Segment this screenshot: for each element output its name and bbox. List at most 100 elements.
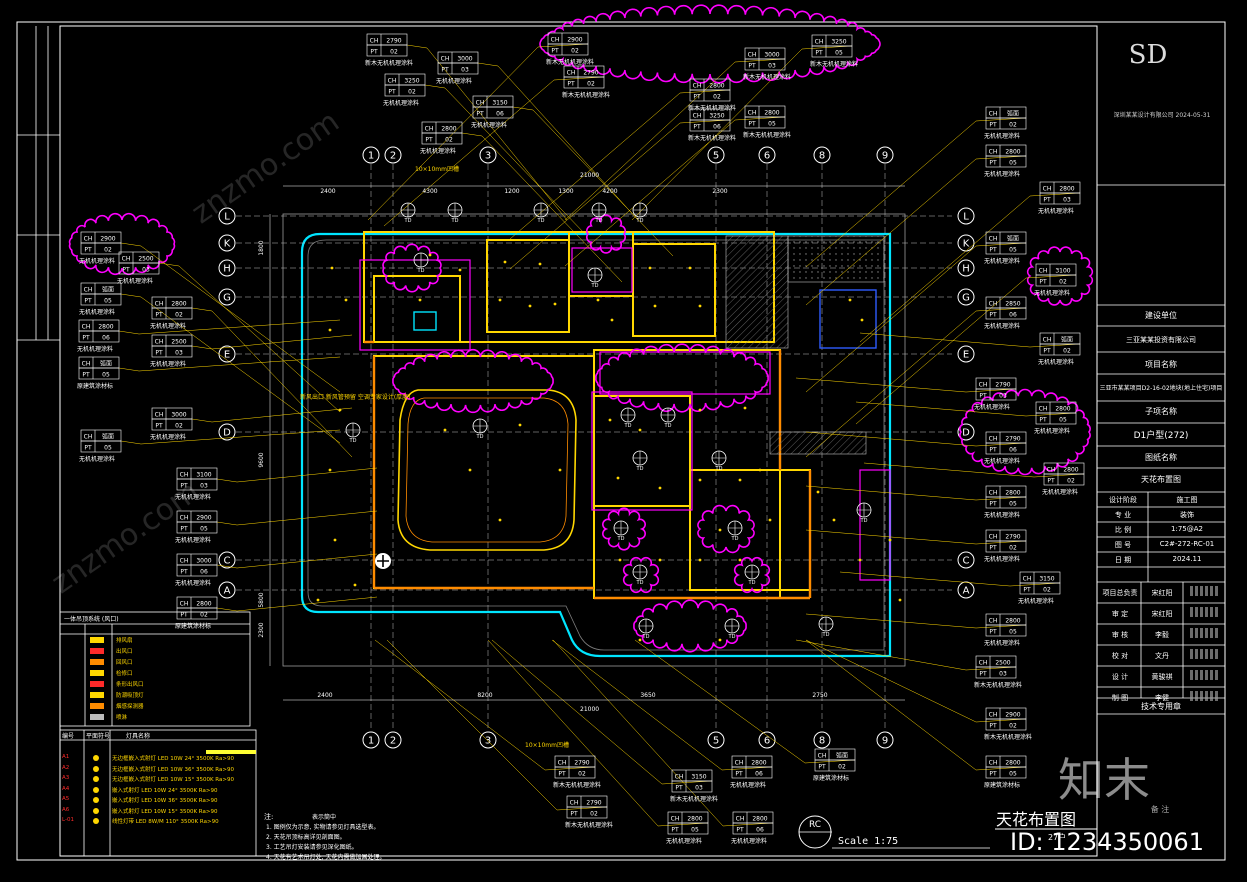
svg-text:弧面: 弧面: [102, 433, 114, 441]
svg-text:3250: 3250: [709, 113, 724, 120]
svg-text:CH: CH: [558, 760, 567, 767]
axis-bubble-row: L: [218, 207, 236, 225]
svg-text:TD: TD: [417, 268, 425, 274]
legend-code: A1: [62, 754, 70, 760]
svg-text:05: 05: [768, 121, 776, 128]
svg-text:CH: CH: [748, 52, 757, 59]
svg-text:02: 02: [104, 247, 112, 254]
svg-text:D: D: [962, 428, 970, 439]
svg-text:CH: CH: [1047, 467, 1056, 474]
svg-text:6: 6: [764, 736, 770, 747]
revision-cloud: [959, 388, 1091, 476]
partitions-magenta: [359, 247, 891, 581]
svg-text:PT: PT: [671, 827, 679, 834]
svg-text:PT: PT: [180, 612, 188, 619]
svg-text:E: E: [963, 350, 969, 361]
light-fixture: [832, 518, 836, 522]
svg-text:2850: 2850: [1005, 301, 1020, 308]
svg-text:TD: TD: [664, 423, 672, 429]
svg-text:无机机理涂料: 无机机理涂料: [150, 322, 186, 330]
svg-text:无机机理涂料: 无机机理涂料: [1018, 597, 1054, 605]
svg-text:CH: CH: [818, 753, 827, 760]
svg-text:2: 2: [390, 151, 396, 162]
light-fixture: [468, 468, 472, 472]
svg-text:CH: CH: [736, 816, 745, 823]
light-fixture: [498, 298, 502, 302]
project-label: 项目名称: [1145, 360, 1177, 369]
svg-text:CH: CH: [1043, 337, 1052, 344]
legend-symbol: [90, 714, 104, 720]
svg-text:PT: PT: [989, 501, 997, 508]
svg-text:05: 05: [1009, 629, 1017, 636]
light-fixture: [616, 476, 620, 480]
svg-text:03: 03: [999, 393, 1007, 400]
signature-role: 校 对: [1111, 652, 1129, 660]
svg-text:2900: 2900: [567, 37, 582, 44]
svg-text:TD: TD: [451, 218, 459, 224]
svg-text:PT: PT: [675, 785, 683, 792]
legend-symbol: [90, 692, 104, 698]
svg-text:TD: TD: [349, 438, 357, 444]
svg-text:02: 02: [838, 764, 846, 771]
svg-text:TD: TD: [404, 218, 412, 224]
light-fixtures: [316, 253, 902, 642]
svg-text:PT: PT: [989, 160, 997, 167]
axis-bubble-row: E: [957, 345, 975, 363]
svg-text:02: 02: [1059, 279, 1067, 286]
td-marker: TD: [472, 418, 488, 440]
legend-highlight-bar: [206, 750, 256, 754]
drawing-frame: [59, 25, 1098, 857]
svg-text:PT: PT: [476, 111, 484, 118]
svg-text:03: 03: [200, 483, 208, 490]
svg-text:05: 05: [835, 50, 843, 57]
svg-text:PT: PT: [84, 298, 92, 305]
axis-bubble-row: L: [957, 207, 975, 225]
light-fixture: [888, 538, 892, 542]
svg-text:PT: PT: [989, 545, 997, 552]
svg-text:TD: TD: [476, 434, 484, 440]
light-fixture: [344, 298, 348, 302]
svg-text:TD: TD: [537, 218, 545, 224]
revision-cloud: [622, 556, 660, 594]
light-fixture: [333, 538, 337, 542]
svg-text:4200: 4200: [602, 188, 617, 195]
legend-item-label: 检修口: [116, 671, 133, 677]
svg-text:CH: CH: [989, 436, 998, 443]
revision-cloud: [382, 243, 442, 293]
svg-text:03: 03: [461, 67, 469, 74]
tech-stamp: 技术专用章: [1141, 702, 1181, 711]
signature-role: 项目总负责: [1102, 589, 1138, 597]
light-fixture: [688, 266, 692, 270]
svg-text:CH: CH: [567, 70, 576, 77]
svg-text:弧面: 弧面: [836, 752, 848, 760]
svg-text:新木无机机理涂料: 新木无机机理涂料: [743, 131, 791, 139]
svg-text:3100: 3100: [196, 472, 211, 479]
watermark-id: ID: 1234350061: [1010, 828, 1204, 856]
svg-text:原建筑涂材标: 原建筑涂材标: [984, 781, 1020, 789]
svg-text:CH: CH: [155, 339, 164, 346]
subitem-label: 子项名称: [1145, 407, 1177, 416]
svg-text:无机机理涂料: 无机机理涂料: [984, 170, 1020, 178]
svg-text:无机机理涂料: 无机机理涂料: [984, 511, 1020, 519]
svg-text:PT: PT: [735, 771, 743, 778]
legend-symbol: [90, 703, 104, 709]
td-marker: TD: [632, 564, 648, 586]
svg-text:2300: 2300: [712, 188, 727, 195]
light-fixture: [608, 418, 612, 422]
legend-fixture-symbol: [93, 765, 99, 772]
svg-text:03: 03: [1063, 197, 1071, 204]
svg-text:2: 2: [390, 736, 396, 747]
svg-text:无机机理涂料: 无机机理涂料: [471, 121, 507, 129]
axis-bubble-col: 1: [362, 731, 380, 749]
svg-text:A: A: [963, 586, 970, 597]
